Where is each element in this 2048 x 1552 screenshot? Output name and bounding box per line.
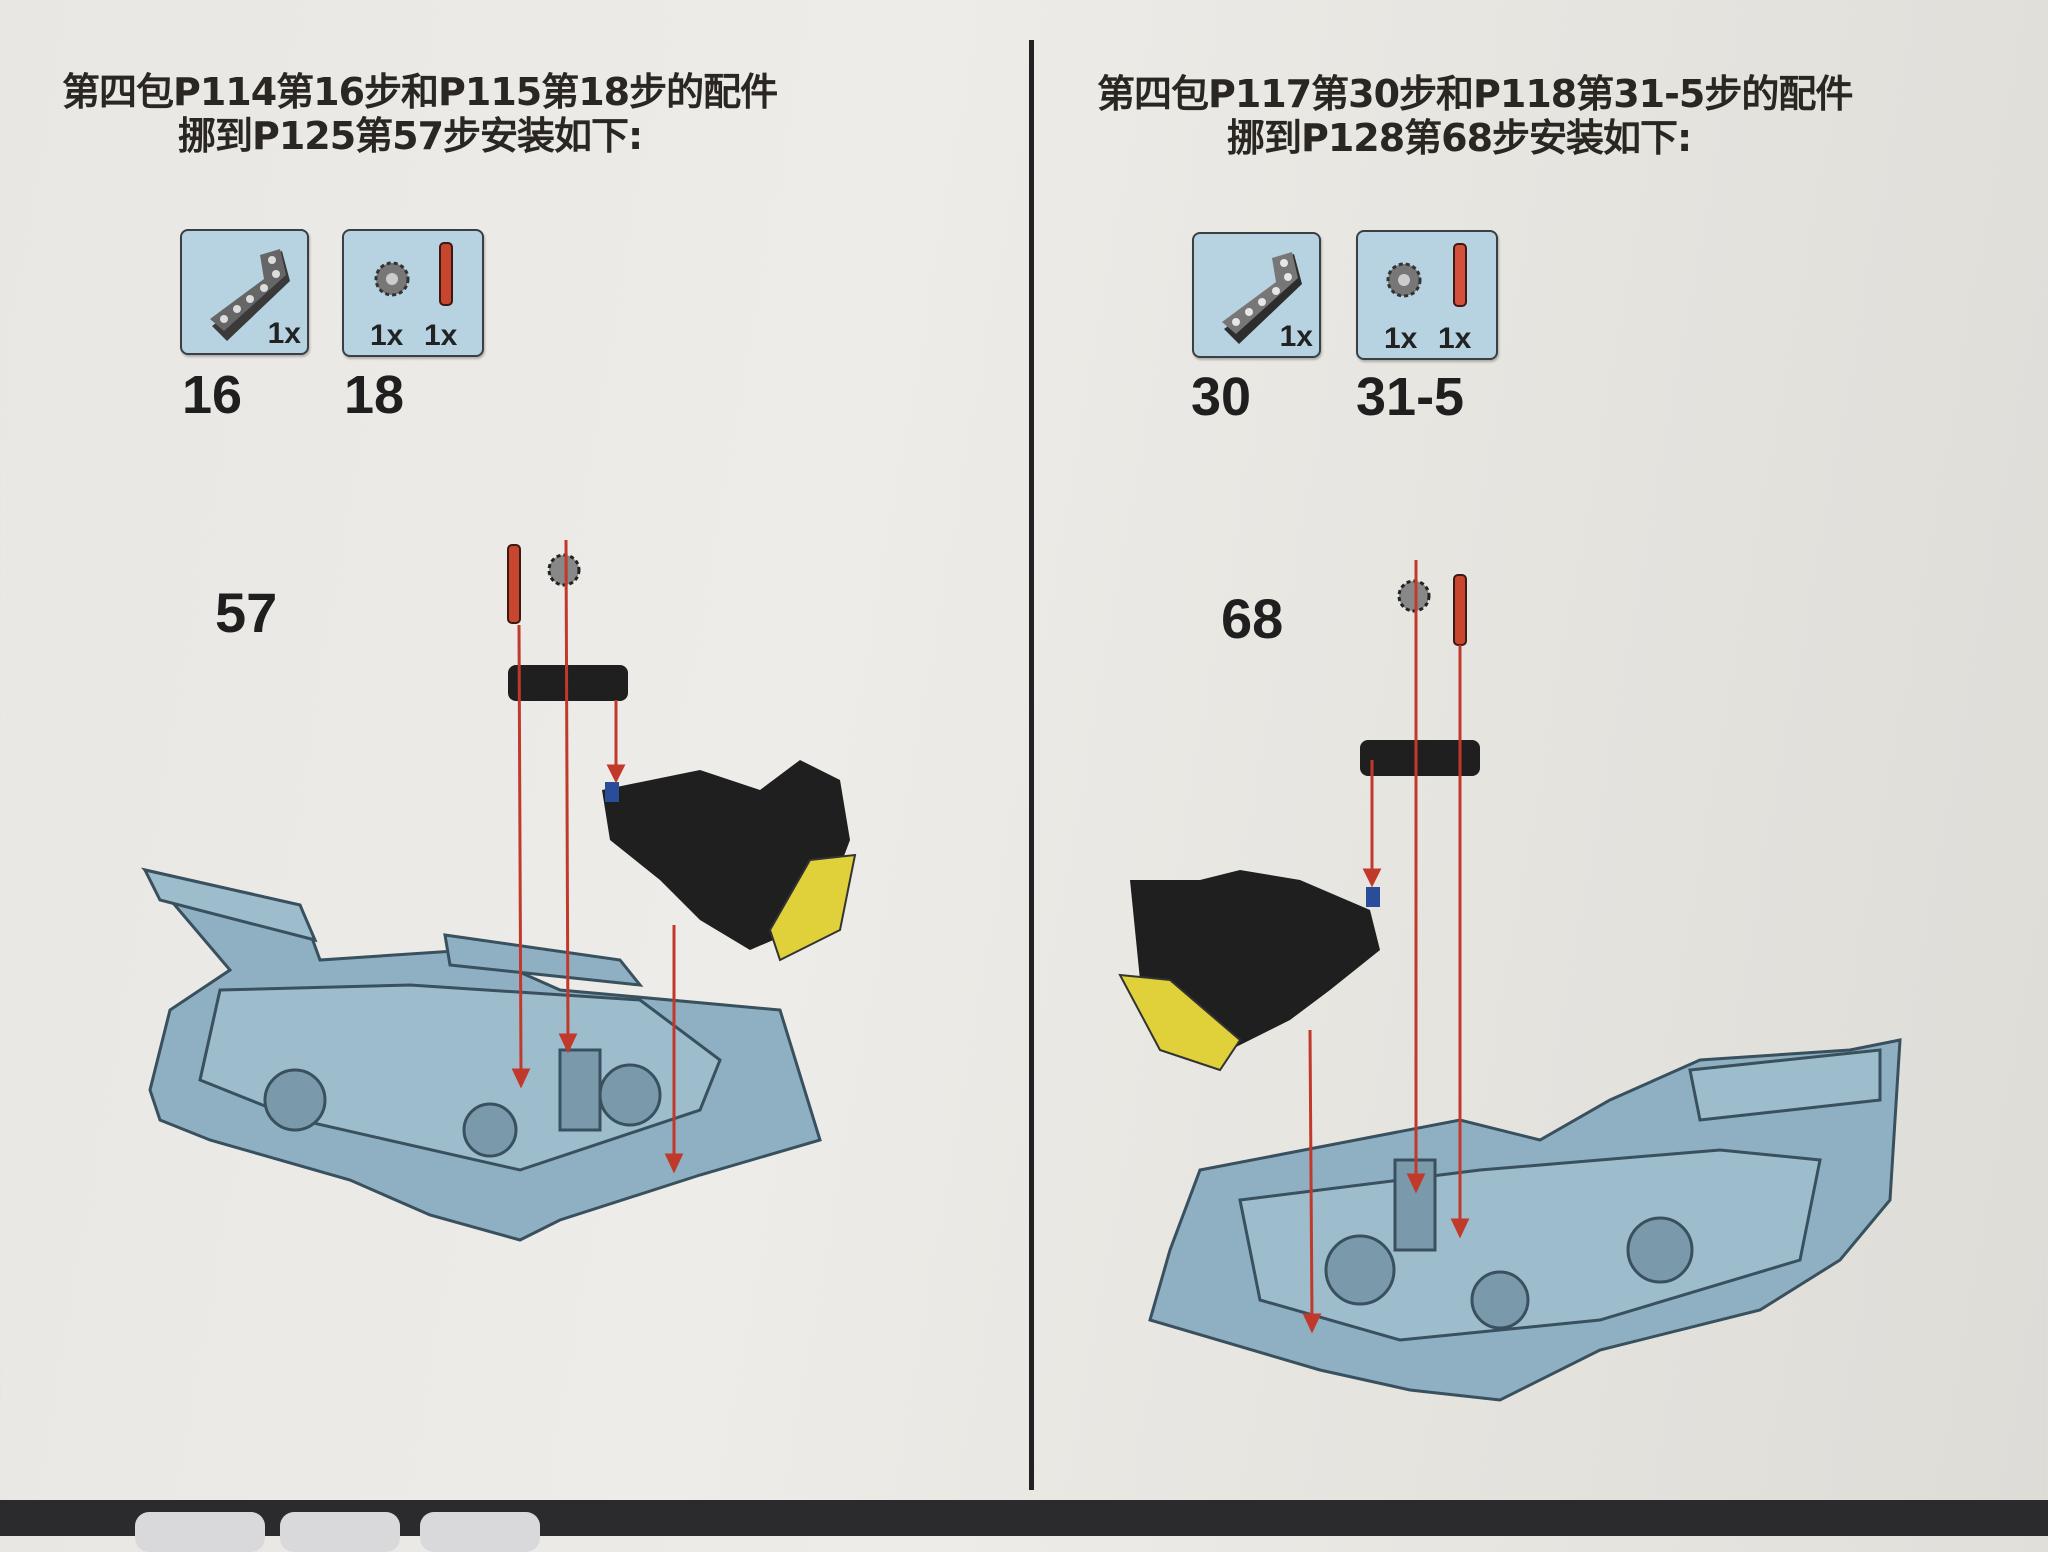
quantity-label: 1x [424,319,458,352]
keyboard-key [280,1512,400,1552]
part-step-number: 31-5 [1356,367,1465,427]
right-model-illustration [1148,1038,1902,1402]
left-title-line1: 第四包P114第16步和P115第18步的配件 [62,70,778,114]
right-subassembly-illustration [1118,574,1480,1072]
part-box-step-31-5: 1x 1x [1356,230,1498,360]
left-instruction-title: 第四包P114第16步和P115第18步的配件 挪到P125第57步安装如下: [62,70,778,158]
gear-icon [374,261,410,297]
quantity-label: 1x [1438,322,1472,355]
right-arrows [1302,560,1470,1334]
page-divider [1029,40,1034,1490]
left-title-line2: 挪到P125第57步安装如下: [178,114,643,158]
l-beam-icon [210,249,290,341]
right-instruction-title: 第四包P117第30步和P118第31-5步的配件 挪到P128第68步安装如下… [1097,72,1853,160]
part-step-number: 30 [1191,367,1252,427]
part-box-step-30: 1x [1192,232,1321,358]
keyboard-key [135,1512,265,1552]
axle-pin-icon [1453,243,1467,307]
left-model-illustration [140,867,822,1242]
right-title-line1: 第四包P117第30步和P118第31-5步的配件 [1097,72,1853,116]
part-step-number: 16 [182,365,243,425]
gear-icon [1386,262,1422,298]
left-arrows [511,539,684,1174]
quantity-label: 1x [267,317,301,350]
quantity-label: 1x [1384,322,1418,355]
assembly-step-number: 57 [215,581,278,644]
right-title-line2: 挪到P128第68步安装如下: [1227,116,1692,160]
part-step-number: 18 [344,365,405,425]
part-box-step-16: 1x [180,229,309,355]
quantity-label: 1x [370,319,404,352]
part-box-step-18: 1x 1x [342,229,484,357]
quantity-label: 1x [1279,320,1313,353]
keyboard-key [420,1512,540,1552]
assembly-step-number: 68 [1221,587,1284,650]
left-subassembly-illustration [507,544,857,962]
l-beam-icon [1222,252,1302,344]
axle-pin-icon [439,242,453,306]
